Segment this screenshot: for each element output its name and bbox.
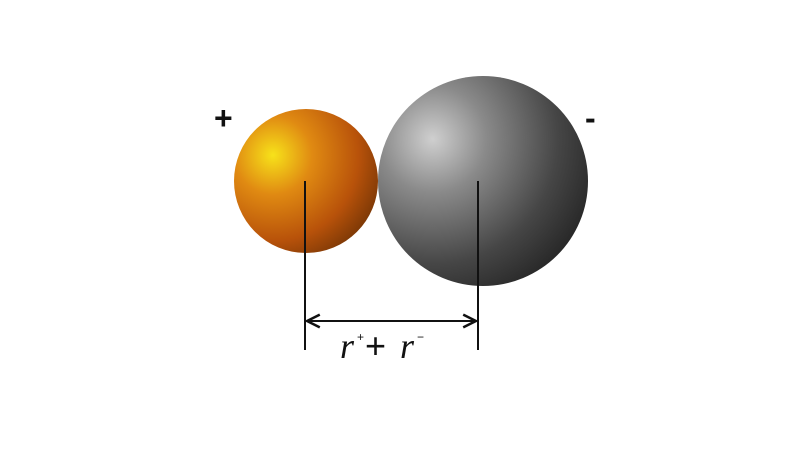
formula-r-cation: r xyxy=(340,326,355,366)
distance-formula: r + + r − xyxy=(340,325,424,366)
anion-charge-label: - xyxy=(585,100,596,136)
cation-charge-label: + xyxy=(214,100,233,136)
formula-sup-minus: − xyxy=(417,330,424,344)
anion-sphere xyxy=(378,76,588,286)
formula-sup-plus: + xyxy=(357,330,364,344)
formula-r-anion: r xyxy=(400,326,415,366)
formula-plus: + xyxy=(365,325,386,366)
